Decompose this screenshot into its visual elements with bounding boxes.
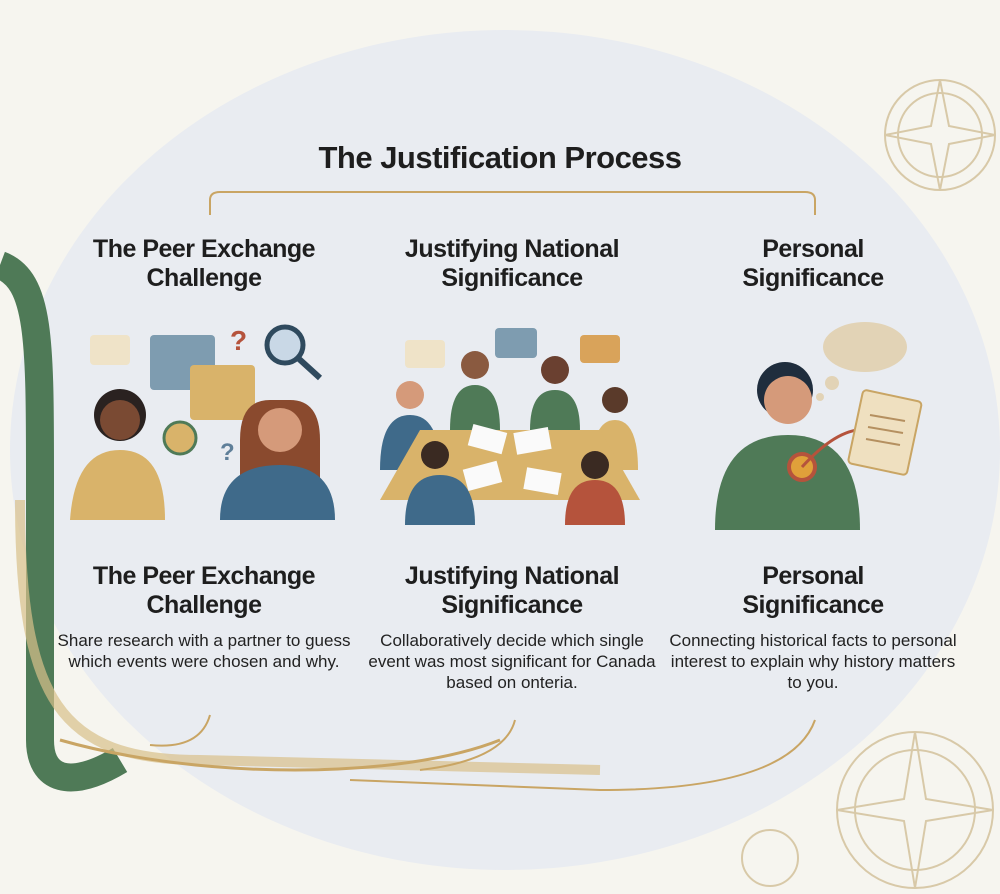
column-description: Collaboratively decide which single even… xyxy=(368,631,656,692)
svg-text:?: ? xyxy=(220,439,235,466)
person-with-document-and-heart-illustration xyxy=(715,322,923,530)
column-description: Connecting historical facts to personal … xyxy=(669,631,957,692)
column-description: Share research with a partner to guess w… xyxy=(57,631,351,671)
group-discussion-at-table-illustration xyxy=(380,328,640,525)
compass-icon xyxy=(741,79,996,889)
svg-text:?: ? xyxy=(230,325,247,356)
page-title: The Justification Process xyxy=(318,140,682,175)
two-people-exchanging-ideas-illustration: ? ? xyxy=(70,324,335,520)
